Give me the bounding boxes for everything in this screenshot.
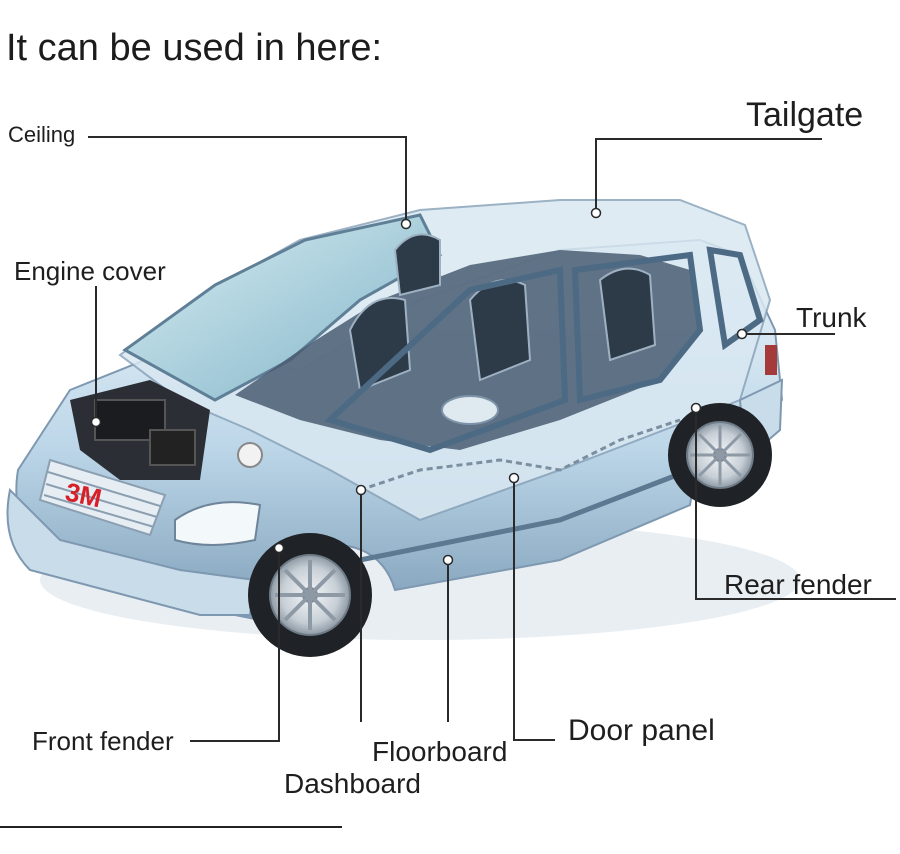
front-fender-anchor [273, 542, 285, 554]
tailgate-anchor [590, 207, 602, 219]
label-dashboard: Dashboard [284, 768, 421, 799]
tail-light [765, 345, 777, 375]
label-tailgate: Tailgate [746, 96, 864, 134]
door-panel-leader [513, 478, 555, 741]
label-trunk: Trunk [796, 302, 867, 333]
label-ceiling: Ceiling [8, 122, 76, 147]
side-mirror [441, 395, 499, 425]
door-sill [359, 467, 691, 563]
anchor-dots [90, 207, 748, 566]
leader-lines [88, 136, 896, 742]
seats [348, 233, 657, 392]
headlight [174, 501, 262, 546]
rear-wheel [668, 403, 772, 507]
ceiling-anchor [400, 218, 412, 230]
rear-fender-leader [695, 410, 896, 600]
label-front-fender: Front fender [32, 726, 174, 756]
tailgate-leader [595, 138, 822, 211]
front-wheel [248, 533, 372, 657]
front-grille [38, 458, 167, 537]
label-rear-fender: Rear fender [724, 569, 872, 600]
diagram-heading: It can be used in here: [6, 27, 383, 69]
floorboard-anchor [442, 554, 454, 566]
rear-fender-anchor [690, 402, 702, 414]
label-engine-cover: Engine cover [14, 256, 166, 286]
bottom-divider [0, 826, 342, 828]
engine-cover-anchor [90, 416, 102, 428]
engine-bay [70, 380, 263, 480]
label-floorboard: Floorboard [372, 736, 508, 767]
dashboard-anchor [355, 484, 367, 496]
front-fender-leader [190, 550, 280, 742]
brand-logo: 3M [63, 477, 105, 514]
trunk-anchor [736, 328, 748, 340]
chassis-detail [359, 418, 681, 492]
door-panel-anchor [508, 472, 520, 484]
side-windows [324, 246, 764, 454]
ceiling-leader [88, 136, 407, 222]
label-door-panel: Door panel [568, 714, 715, 747]
